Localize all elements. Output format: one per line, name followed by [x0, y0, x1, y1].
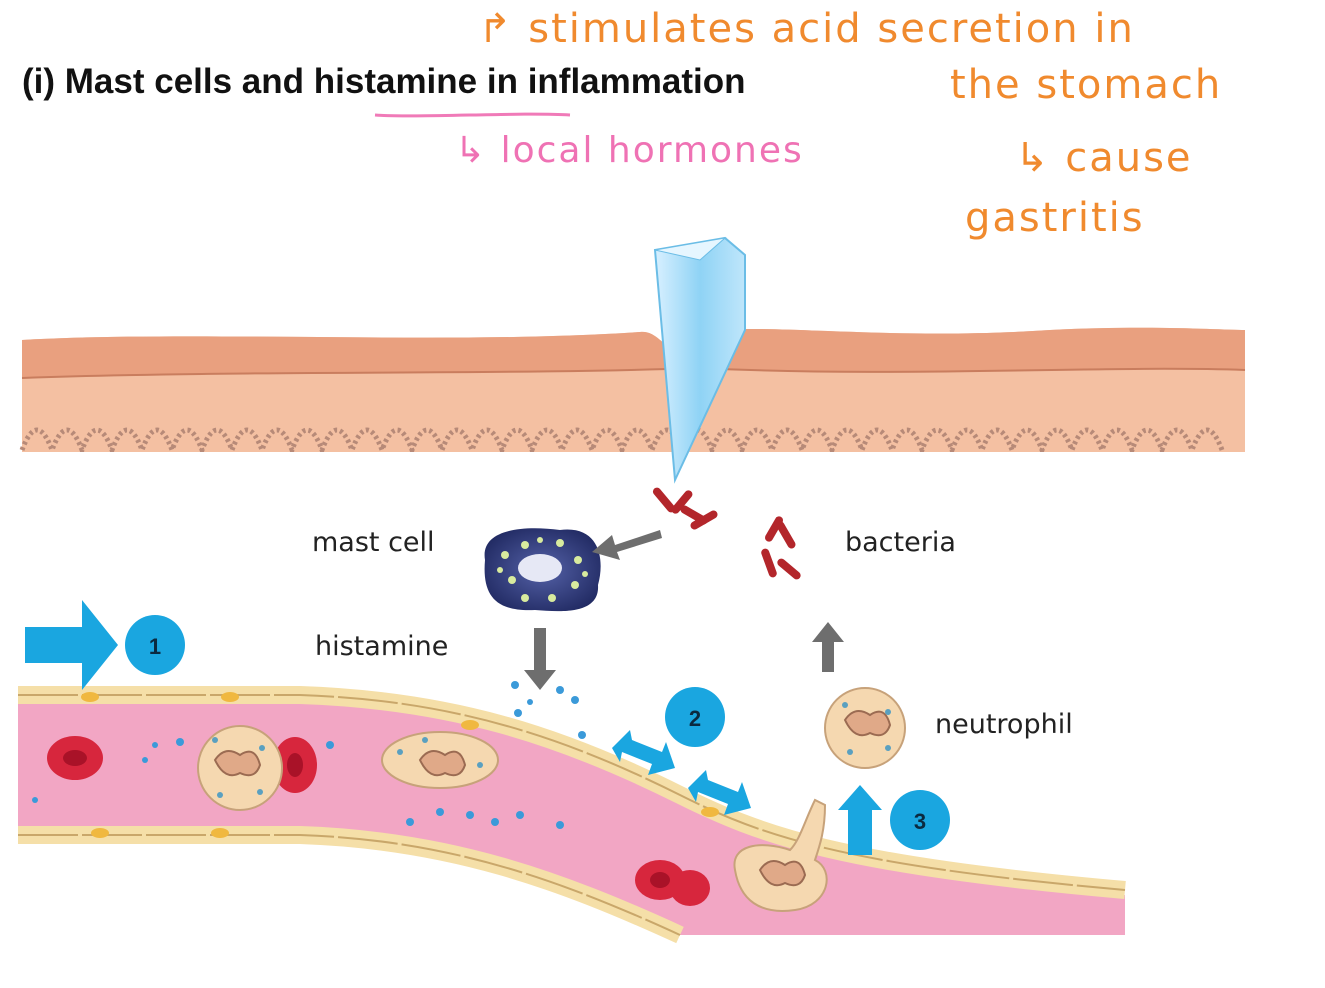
step-markers: 1 2 3	[125, 615, 950, 850]
label-histamine: histamine	[315, 631, 449, 662]
label-mast-cell: mast cell	[312, 527, 435, 558]
glass-splinter	[653, 236, 746, 484]
step-3-marker	[890, 790, 950, 850]
step-3-number: 3	[914, 809, 926, 834]
blue-arrows	[25, 600, 882, 855]
title-suffix: in inflammation	[477, 62, 746, 101]
blood-vessel	[18, 686, 1126, 944]
annotation-line-3: ↳ cause	[1015, 135, 1193, 181]
neutrophils	[197, 687, 906, 912]
page-title: (i) Mast cells and histamine in inflamma…	[22, 62, 746, 102]
skin-tissue	[19, 327, 1247, 492]
step-2-marker	[665, 687, 725, 747]
annotation-line-2: the stomach	[950, 62, 1223, 108]
gray-arrows	[524, 530, 844, 690]
step-2-number: 2	[689, 706, 701, 731]
annotation-line-4: gastritis	[965, 195, 1145, 241]
title-underlined-word: histamine	[313, 62, 478, 101]
step-1-number: 1	[149, 634, 161, 659]
label-neutrophil: neutrophil	[935, 709, 1073, 740]
bacteria-group	[652, 487, 801, 580]
annotation-local-hormones: ↳ local hormones	[455, 130, 804, 171]
neutrophil-cell-1	[197, 725, 283, 811]
annotation-line-1: ↱ stimulates acid secretion in	[478, 6, 1135, 52]
neutrophil-cell-4	[824, 687, 906, 769]
step-1-marker	[125, 615, 185, 675]
neutrophil-cell-2	[381, 731, 499, 789]
neutrophil-cell-3	[733, 798, 828, 912]
mast-cell	[484, 528, 601, 612]
histamine-underline	[374, 112, 571, 118]
title-prefix: (i) Mast cells and	[22, 62, 314, 101]
label-bacteria: bacteria	[845, 527, 956, 558]
